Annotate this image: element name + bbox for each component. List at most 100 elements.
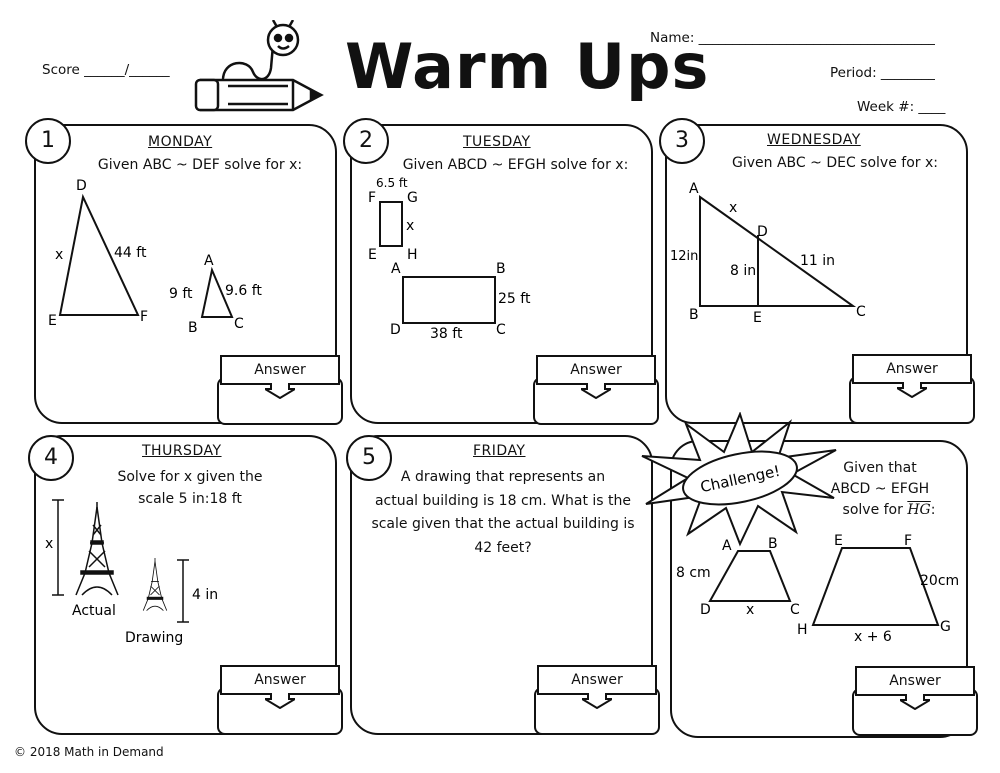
prompt-line: actual building is 18 cm. What is the bbox=[374, 492, 632, 509]
side-x: x bbox=[406, 218, 414, 234]
prompt-3: Given ABC ~ DEC solve for x: bbox=[732, 155, 938, 171]
prompt-line: Given that bbox=[843, 460, 917, 476]
label-actual: Actual bbox=[72, 603, 116, 619]
answer-box-6[interactable]: Answer bbox=[852, 666, 978, 742]
side-ac: 9.6 ft bbox=[225, 283, 262, 299]
vertex-A: A bbox=[689, 181, 699, 197]
vertex-G: G bbox=[940, 619, 951, 635]
prompt-line-target: solve for HG: bbox=[842, 502, 936, 518]
label-drawing: Drawing bbox=[125, 630, 183, 646]
day-label-friday: FRIDAY bbox=[473, 443, 526, 459]
vertex-D: D bbox=[757, 224, 768, 240]
answer-tab[interactable]: Answer bbox=[852, 354, 972, 384]
prompt-line: scale 5 in:18 ft bbox=[138, 491, 242, 507]
answer-box-4[interactable]: Answer bbox=[217, 665, 343, 741]
vertex-D: D bbox=[700, 602, 711, 618]
day-label-thursday: THURSDAY bbox=[142, 443, 222, 459]
prompt-line: A drawing that represents an bbox=[400, 469, 606, 485]
side-11in: 11 in bbox=[800, 253, 835, 269]
vertex-E: E bbox=[368, 247, 377, 263]
vertex-A: A bbox=[722, 538, 732, 554]
week-label: Week #: ____ bbox=[857, 99, 946, 115]
vertex-E: E bbox=[834, 533, 843, 549]
score-label: Score ______/______ bbox=[42, 62, 170, 78]
prompt-line: ABCD ~ EFGH bbox=[830, 481, 930, 497]
label-4in: 4 in bbox=[192, 587, 218, 603]
vertex-C: C bbox=[856, 304, 866, 320]
vertex-B: B bbox=[188, 320, 198, 336]
vertex-C: C bbox=[234, 316, 244, 332]
eiffel-tower-icon bbox=[75, 502, 119, 596]
down-arrow-icon bbox=[265, 383, 295, 399]
down-arrow-icon bbox=[265, 693, 295, 709]
page-title: Warm Ups bbox=[345, 30, 710, 103]
vertex-B: B bbox=[689, 307, 699, 323]
down-arrow-icon bbox=[581, 383, 611, 399]
side-44: 44 ft bbox=[114, 245, 147, 261]
side-x: x bbox=[746, 602, 754, 618]
down-arrow-icon bbox=[582, 693, 612, 709]
side-20cm: 20cm bbox=[920, 573, 959, 589]
day-label-monday: MONDAY bbox=[148, 134, 213, 150]
similar-trapezoids-figure: A B 8 cm D x C E F 20cm H x + 6 G bbox=[676, 533, 959, 645]
side-x: x bbox=[729, 200, 737, 216]
vertex-D: D bbox=[390, 322, 401, 338]
side-x6: x + 6 bbox=[854, 629, 892, 645]
problem-number-1: 1 bbox=[25, 118, 71, 164]
vertex-D: D bbox=[76, 178, 87, 194]
vertex-C: C bbox=[790, 602, 800, 618]
prompt-line: Solve for x given the bbox=[117, 469, 263, 485]
prompt-2: Given ABCD ~ EFGH solve for x: bbox=[402, 157, 629, 173]
answer-tab[interactable]: Answer bbox=[537, 665, 657, 695]
similar-triangles-figure: D E F x 44 ft A B C 9 ft 9.6 ft bbox=[48, 178, 262, 336]
answer-box-2[interactable]: Answer bbox=[533, 355, 659, 431]
answer-box-3[interactable]: Answer bbox=[849, 354, 975, 430]
problem-number-5: 5 bbox=[346, 435, 392, 481]
answer-box-5[interactable]: Answer bbox=[534, 665, 660, 741]
answer-tab[interactable]: Answer bbox=[220, 665, 340, 695]
vertex-H: H bbox=[797, 622, 808, 638]
vertex-E: E bbox=[48, 313, 57, 329]
problem-number-2: 2 bbox=[343, 118, 389, 164]
down-arrow-icon bbox=[897, 382, 927, 398]
side-38: 38 ft bbox=[430, 326, 463, 342]
day-label-tuesday: TUESDAY bbox=[463, 134, 531, 150]
vertex-B: B bbox=[496, 261, 506, 277]
starburst-icon: Challenge! bbox=[641, 412, 837, 547]
side-12in: 12in bbox=[670, 249, 698, 264]
side-ab: 9 ft bbox=[169, 286, 193, 302]
answer-tab[interactable]: Answer bbox=[220, 355, 340, 385]
eiffel-tower-icon bbox=[142, 558, 168, 611]
problem-number-4: 4 bbox=[28, 435, 74, 481]
vertex-B: B bbox=[768, 536, 778, 552]
side-8cm: 8 cm bbox=[676, 565, 711, 581]
day-label-wednesday: WEDNESDAY bbox=[767, 132, 861, 148]
label-x: x bbox=[45, 536, 53, 552]
small-top: 6.5 ft bbox=[376, 176, 408, 190]
vertex-F: F bbox=[140, 309, 148, 325]
vertex-C: C bbox=[496, 322, 506, 338]
answer-tab[interactable]: Answer bbox=[536, 355, 656, 385]
prompt-4: Solve for x given the scale 5 in:18 ft bbox=[90, 466, 290, 510]
vertex-F: F bbox=[904, 533, 912, 549]
vertex-G: G bbox=[407, 190, 418, 206]
answer-tab[interactable]: Answer bbox=[855, 666, 975, 696]
similar-rectangles-figure: 6.5 ft F G x E H A B 25 ft D 38 ft C bbox=[368, 176, 531, 342]
vertex-E: E bbox=[753, 310, 762, 326]
prompt-line: 42 feet? bbox=[474, 539, 532, 556]
prompt-5: A drawing that represents an actual buil… bbox=[358, 466, 648, 560]
name-label: Name: __________________________________… bbox=[650, 30, 935, 46]
prompt-1: Given ABC ~ DEF solve for x: bbox=[97, 157, 303, 173]
right-triangle-figure: A x D 12in 8 in 11 in B E C bbox=[670, 181, 866, 326]
period-label: Period: ________ bbox=[830, 65, 935, 81]
eiffel-tower-figure: x Actual 4 in Drawing bbox=[45, 499, 218, 646]
side-8in: 8 in bbox=[730, 263, 756, 279]
answer-box-1[interactable]: Answer bbox=[217, 355, 343, 431]
down-arrow-icon bbox=[900, 694, 930, 710]
side-25: 25 ft bbox=[498, 291, 531, 307]
problem-number-3: 3 bbox=[659, 118, 705, 164]
vertex-F: F bbox=[368, 190, 376, 206]
prompt-line: scale given that the actual building is bbox=[371, 516, 635, 532]
vertex-A: A bbox=[204, 253, 214, 269]
worm-on-pencil-icon bbox=[194, 20, 324, 112]
